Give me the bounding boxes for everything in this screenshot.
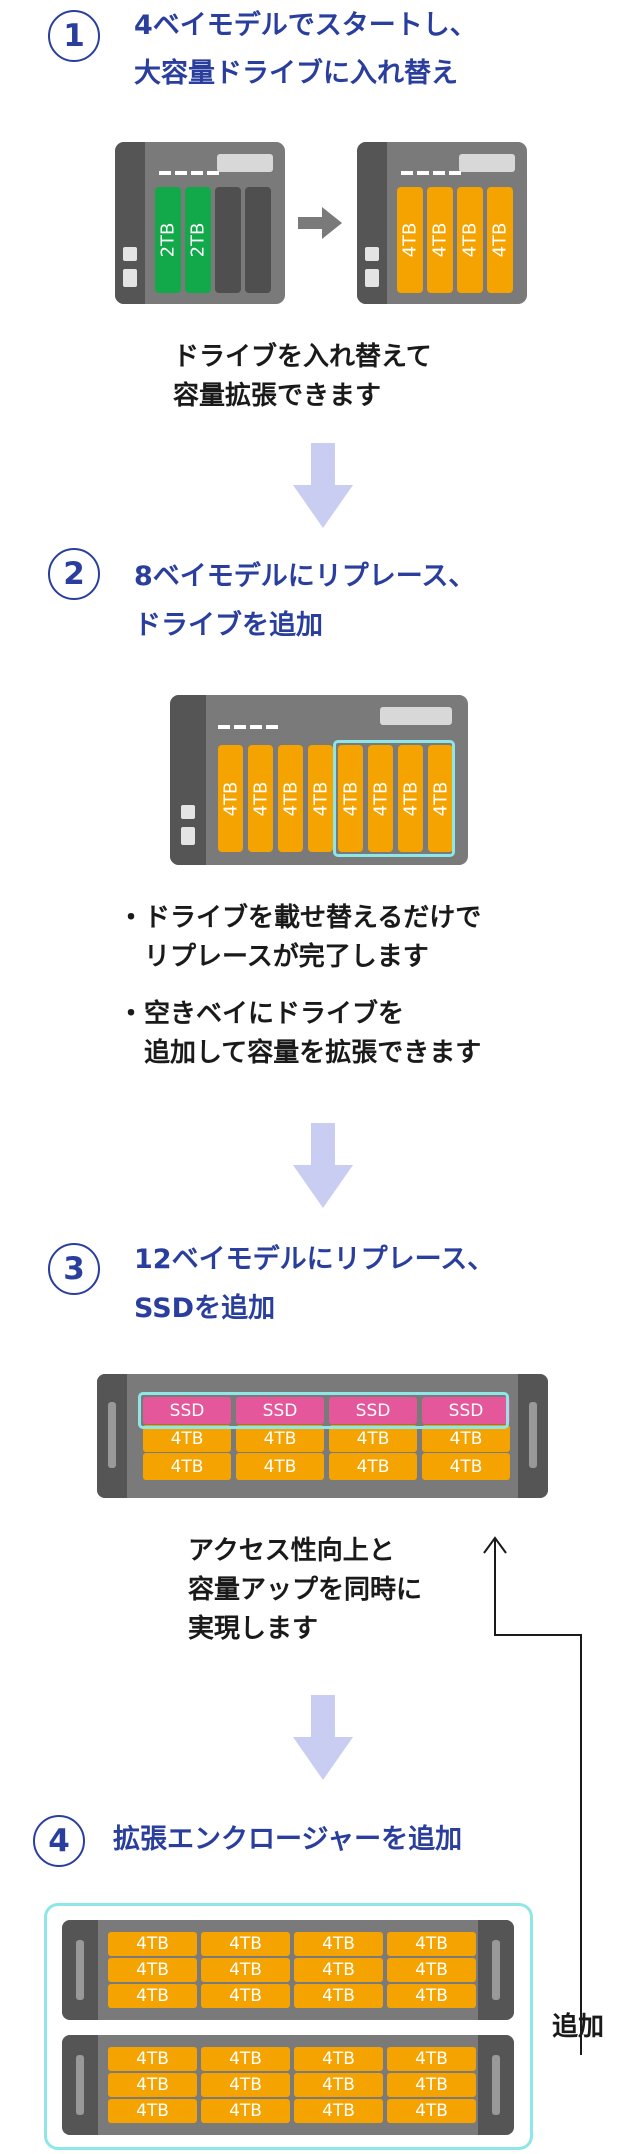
drive-4tb: 4TB [218,745,243,852]
drive-4tb: 4TB [294,2047,383,2071]
step-number-text: 1 [63,17,85,54]
drive-4tb: 4TB [236,1425,324,1452]
drive-4tb: 4TB [329,1453,417,1480]
ssd-highlight [138,1392,509,1429]
drive-4tb: 4TB [457,187,483,293]
drive-4tb: 4TB [108,1932,197,1956]
nas-8bay: 4TB 4TB 4TB 4TB 4TB 4TB 4TB 4TB [170,695,468,865]
down-arrow-icon [293,1123,353,1208]
drive-4tb: 4TB [108,2099,197,2123]
drive-4tb: 4TB [387,1958,476,1982]
drive-4tb: 4TB [294,1932,383,1956]
drive-4tb: 4TB [108,1958,197,1982]
empty-bay [245,187,271,293]
drive-4tb: 4TB [236,1453,324,1480]
drive-4tb: 4TB [248,745,273,852]
step-number-3: 3 [48,1243,100,1295]
drive-4tb: 4TB [143,1425,231,1452]
nas-4bay-after: 4TB 4TB 4TB 4TB [357,142,527,304]
drive-4tb: 4TB [308,745,333,852]
step-number-text: 3 [63,1250,85,1287]
drive-2tb: 2TB [155,187,181,293]
down-arrow-icon [293,443,353,528]
added-drives-highlight [333,740,455,857]
drive-4tb: 4TB [422,1453,510,1480]
step-1-title-line2: 大容量ドライブに入れ替え [134,58,458,89]
expansion-enclosure-group [44,1903,533,2150]
step-number-text: 2 [63,555,85,592]
down-arrow-icon [293,1695,353,1780]
drive-ssd: SSD [422,1397,510,1424]
drive-4tb: 4TB [143,1453,231,1480]
drive-4tb: 4TB [427,187,453,293]
drive-4tb: 4TB [201,2047,290,2071]
drive-4tb: 4TB [201,1932,290,1956]
drive-4tb: 4TB [329,1425,417,1452]
drive-4tb: 4TB [397,187,423,293]
drive-4tb: 4TB [108,2073,197,2097]
drive-4tb-added: 4TB [428,745,453,852]
step-2-bullet-1-mark: ・ [118,903,145,933]
step-2-bullet-1-line1: ドライブを載せ替えるだけで [144,903,482,933]
step-2-bullet-2-line1: 空きベイにドライブを [144,999,405,1029]
drive-4tb: 4TB [294,2073,383,2097]
drive-4tb: 4TB [387,1984,476,2008]
drive-ssd: SSD [143,1397,231,1424]
drive-4tb: 4TB [278,745,303,852]
drive-4tb-added: 4TB [368,745,393,852]
step-3-note-line3: 実現します [188,1614,319,1644]
step-1-note-line1: ドライブを入れ替えて [173,342,432,372]
drive-4tb: 4TB [387,2073,476,2097]
drive-2tb: 2TB [185,187,211,293]
step-2-title-line2: ドライブを追加 [134,610,323,641]
step-number-1: 1 [48,10,100,62]
right-arrow-icon [298,207,342,239]
step-3-title-line1: 12ベイモデルにリプレース、 [134,1244,495,1275]
side-label-add: 追加 [552,2012,605,2042]
step-1-title-line1: 4ベイモデルでスタートし、 [134,10,477,41]
drive-4tb-added: 4TB [398,745,423,852]
drive-4tb: 4TB [294,2099,383,2123]
step-2-title-line1: 8ベイモデルにリプレース、 [134,561,476,592]
drive-ssd: SSD [329,1397,417,1424]
empty-bay [215,187,241,293]
nas-4bay-before: 2TB 2TB [115,142,285,304]
drive-4tb: 4TB [387,2099,476,2123]
drive-4tb: 4TB [294,1958,383,1982]
step-number-4: 4 [33,1815,85,1867]
up-arrow-icon [483,1536,582,2055]
drive-4tb: 4TB [387,1932,476,1956]
step-3-title-line2: SSDを追加 [134,1293,276,1324]
step-2-bullet-2-mark: ・ [118,999,145,1029]
drive-ssd: SSD [236,1397,324,1424]
step-2-bullet-1-line2: リプレースが完了します [144,942,429,972]
drive-4tb: 4TB [201,1984,290,2008]
drive-4tb: 4TB [201,2099,290,2123]
drive-4tb: 4TB [201,1958,290,1982]
drive-4tb: 4TB [422,1425,510,1452]
step-3-note-line2: 容量アップを同時に [188,1575,423,1605]
drive-4tb: 4TB [294,1984,383,2008]
step-4-title: 拡張エンクロージャーを追加 [113,1824,463,1855]
step-number-text: 4 [48,1822,70,1859]
step-2-bullet-2-line2: 追加して容量を拡張できます [144,1038,482,1068]
drive-4tb: 4TB [201,2073,290,2097]
drive-4tb-added: 4TB [338,745,363,852]
step-1-note-line2: 容量拡張できます [173,381,382,411]
step-number-2: 2 [48,548,100,600]
drive-4tb: 4TB [387,2047,476,2071]
drive-4tb: 4TB [108,1984,197,2008]
step-3-note-line1: アクセス性向上と [188,1536,395,1566]
drive-4tb: 4TB [108,2047,197,2071]
drive-4tb: 4TB [487,187,513,293]
